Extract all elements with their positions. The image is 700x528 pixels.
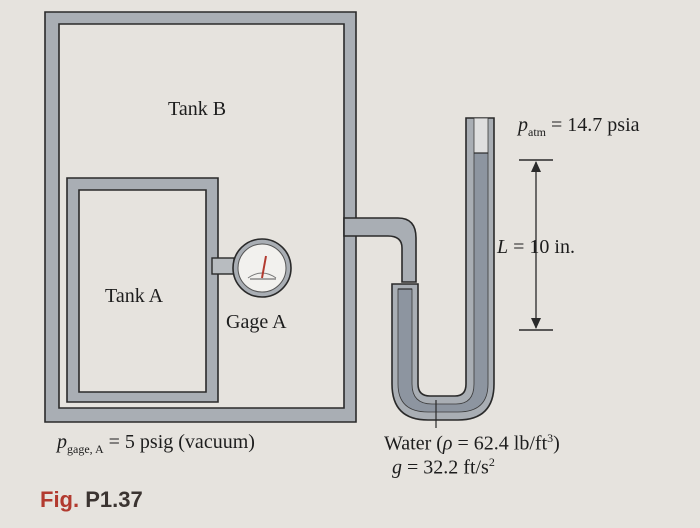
gage-connector bbox=[211, 257, 235, 275]
g-symbol: g bbox=[392, 456, 402, 479]
open-tube-air bbox=[473, 117, 489, 154]
water-text: Water ( bbox=[384, 432, 443, 455]
dimension-l bbox=[519, 159, 553, 331]
p-gage-label: pgage, A = 5 psig (vacuum) bbox=[57, 432, 255, 455]
g-value: = 32.2 ft/s bbox=[402, 456, 489, 479]
tank-a-wall bbox=[66, 177, 219, 403]
gravity-label: g = 32.2 ft/s2 bbox=[392, 456, 495, 478]
gage-a bbox=[211, 238, 292, 298]
rho-value: = 62.4 lb/ft bbox=[452, 432, 548, 455]
p-atm-subscript: atm bbox=[528, 125, 546, 139]
figure-caption-prefix: Fig. bbox=[40, 487, 86, 512]
p-gage-subscript: gage, A bbox=[67, 442, 104, 456]
p-gage-symbol: p bbox=[57, 431, 67, 453]
p-gage-value: = 5 psig (vacuum) bbox=[103, 431, 255, 453]
figure-caption: Fig. P1.37 bbox=[40, 487, 143, 513]
rho-exponent: 3 bbox=[547, 431, 554, 445]
p-atm-value: = 14.7 psia bbox=[546, 114, 640, 136]
gage-a-label: Gage A bbox=[226, 311, 287, 333]
rho-symbol: ρ bbox=[442, 432, 453, 455]
p-atm-label: patm = 14.7 psia bbox=[518, 115, 640, 138]
water-density-label: Water (ρ = 62.4 lb/ft3) bbox=[384, 432, 560, 454]
gage-a-dial-face bbox=[237, 243, 287, 293]
tank-b-wall bbox=[44, 11, 357, 423]
u-tube-manometer bbox=[391, 117, 495, 421]
tank-b-label: Tank B bbox=[168, 98, 227, 120]
p-atm-symbol: p bbox=[518, 114, 528, 136]
tank-a-label: Tank A bbox=[105, 285, 164, 307]
water-close-paren: ) bbox=[553, 432, 560, 455]
g-exponent: 2 bbox=[488, 455, 495, 469]
u-tube-outer bbox=[391, 117, 495, 421]
gage-a-needle bbox=[261, 255, 267, 279]
figure-number: P1.37 bbox=[85, 487, 143, 512]
length-symbol: L bbox=[497, 236, 509, 258]
length-label: L = 10 in. bbox=[497, 237, 575, 257]
tank-a bbox=[66, 177, 219, 403]
length-value: = 10 in. bbox=[508, 236, 575, 258]
connecting-pipe bbox=[343, 217, 417, 283]
tank-b bbox=[44, 11, 357, 423]
